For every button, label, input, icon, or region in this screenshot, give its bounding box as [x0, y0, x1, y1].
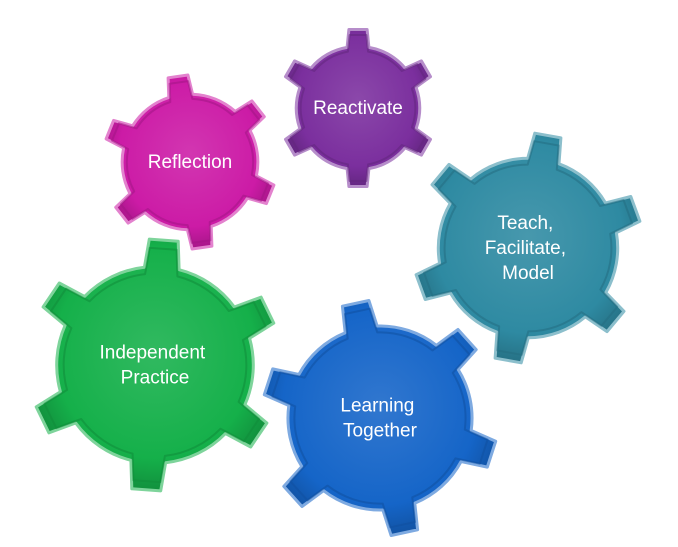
- gear-teach-shape: [414, 131, 642, 365]
- gear-learning-together: Learning Together: [262, 299, 498, 537]
- gear-teach-label-line: Facilitate,: [485, 238, 566, 259]
- gear-reflection-label-line: Reflection: [148, 152, 233, 173]
- gear-reflection: Reflection: [104, 73, 276, 251]
- gear-reactivate-shape: [284, 28, 432, 188]
- gear-reflection-highlight: [111, 80, 269, 244]
- gear-teach-label-line: Model: [502, 263, 554, 284]
- gear-learning-together-shape: [262, 299, 498, 537]
- gear-independent-practice-shape: [34, 237, 276, 493]
- gear-teach-label-line: Teach,: [497, 213, 553, 234]
- gear-learning-together-highlight: [271, 307, 489, 529]
- gear-learning-together-label: Learning Together: [340, 396, 419, 442]
- gear-learning-together-label-line: Learning: [340, 396, 414, 417]
- gear-independent-practice-highlight: [43, 246, 267, 484]
- gear-teach-label: Teach, Facilitate, Model: [485, 213, 572, 284]
- gear-teach: Teach, Facilitate, Model: [414, 131, 642, 365]
- gear-reactivate-label: Reactivate: [313, 98, 403, 119]
- gear-reflection-shape: [104, 73, 276, 251]
- gear-independent-practice-label-line: Independent: [100, 343, 206, 364]
- gear-independent-practice-label-line: Practice: [121, 368, 190, 389]
- gear-reactivate-label-line: Reactivate: [313, 98, 403, 119]
- gear-learning-together-label-line: Together: [343, 421, 418, 442]
- gear-reflection-label: Reflection: [148, 152, 233, 173]
- gear-independent-practice-label: Independent Practice: [100, 343, 211, 389]
- gear-teach-highlight: [423, 140, 633, 356]
- gear-reactivate: Reactivate: [284, 28, 432, 188]
- gear-independent-practice: Independent Practice: [34, 237, 276, 493]
- gear-reactivate-highlight: [289, 34, 427, 182]
